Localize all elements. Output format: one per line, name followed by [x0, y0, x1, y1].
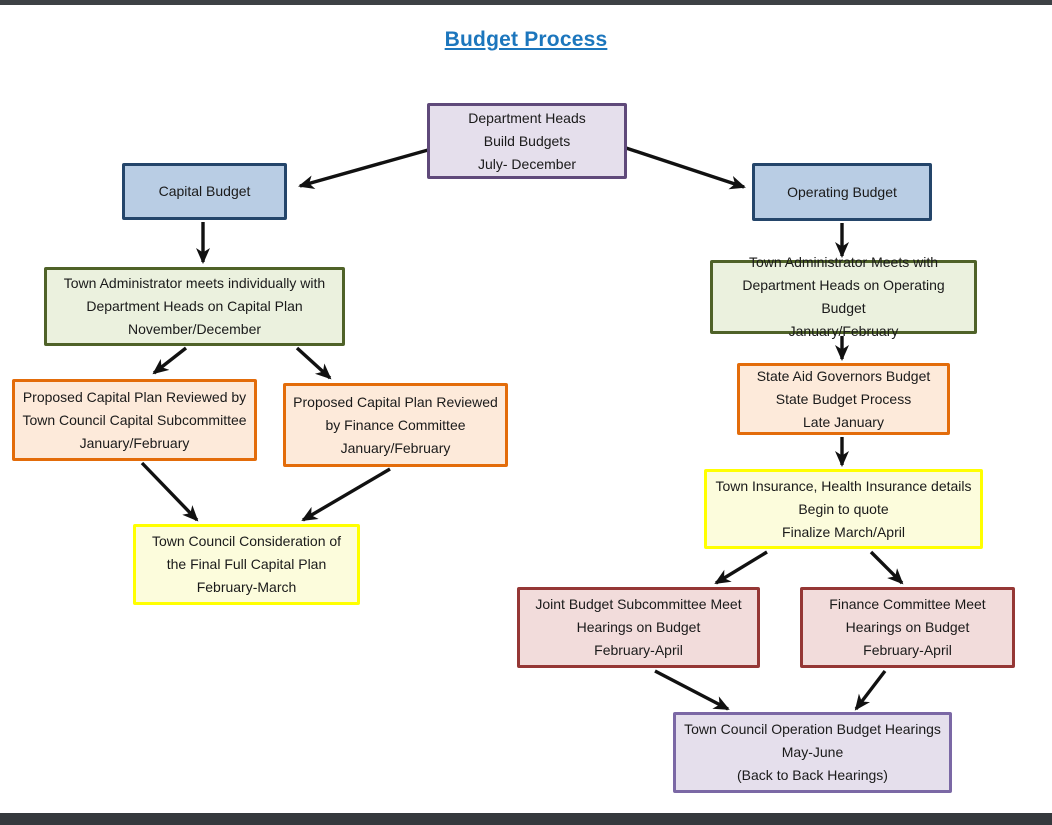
node-line: Town Administrator meets individually wi… [63, 275, 326, 291]
node-line: Hearings on Budget [845, 619, 970, 635]
node-line: January/February [340, 439, 451, 456]
arrow-dept-to-capital [298, 148, 429, 189]
node-line: January/February [79, 434, 190, 451]
node-line: State Budget Process [775, 390, 912, 407]
node-line: Operating Budget [787, 183, 897, 200]
node-line: Town Insurance, Health Insurance details [715, 477, 972, 494]
node-line: February-April [594, 642, 683, 658]
flow-node-council-operation-hearings: Town Council Operation Budget Hearings M… [673, 712, 952, 793]
node-line: Capital Budget [158, 183, 251, 199]
flow-node-capital-finance-review: Proposed Capital Plan Reviewed by Financ… [283, 383, 508, 467]
flow-node-operating-budget: Operating Budget [752, 163, 932, 221]
page-title: Budget Process [444, 28, 608, 51]
flow-node-capital-council-consideration: Town Council Consideration of the Final … [133, 524, 360, 605]
node-line: February-April [863, 642, 952, 658]
node-line: by Finance Committee [325, 416, 466, 433]
node-line: the Final Full Capital Plan [166, 556, 327, 572]
node-line: July- December [477, 155, 577, 172]
flow-node-capital-admin-meeting: Town Administrator meets individually wi… [44, 267, 345, 346]
arrow-admin-to-finance [295, 346, 332, 380]
node-line: January/February [788, 323, 899, 339]
page-bottom-border [0, 813, 1052, 825]
arrow-admin-to-subcommittee [152, 346, 188, 375]
node-line: Town Council Consideration of [151, 533, 342, 549]
flow-node-operating-admin-meeting: Town Administrator Meets with Department… [710, 254, 977, 339]
node-line: Build Budgets [483, 132, 571, 149]
node-line: Town Council Operation Budget Hearings [684, 721, 941, 737]
node-line: Proposed Capital Plan Reviewed [293, 393, 498, 410]
node-line: Department Heads on Capital Plan [86, 298, 303, 314]
node-line: (Back to Back Hearings) [737, 767, 888, 783]
arrow-finance-to-council [301, 467, 391, 522]
node-line: Town Administrator Meets with [748, 254, 939, 270]
node-line: Department Heads [468, 109, 586, 126]
flow-node-insurance-quotes: Town Insurance, Health Insurance details… [704, 469, 983, 549]
arrow-subcommittee-to-council [140, 461, 199, 522]
node-line: Proposed Capital Plan Reviewed by [22, 388, 247, 405]
node-line: May-June [781, 744, 844, 760]
node-line: Finance Committee Meet [829, 596, 986, 612]
flow-node-finance-committee-hearings: Finance Committee Meet Hearings on Budge… [800, 587, 1015, 668]
node-line: Begin to quote [798, 500, 889, 517]
node-line: November/December [127, 321, 262, 337]
node-line: February-March [196, 579, 297, 595]
flow-node-department-heads: Department Heads Build Budgets July- Dec… [427, 103, 627, 179]
flow-node-joint-budget-subcommittee: Joint Budget Subcommittee Meet Hearings … [517, 587, 760, 668]
arrow-dept-to-operating [625, 146, 746, 190]
node-line: Hearings on Budget [576, 619, 701, 635]
node-line: Finalize March/April [782, 523, 905, 540]
arrow-insurance-to-joint [714, 550, 768, 585]
flow-node-state-aid-budget: State Aid Governors Budget State Budget … [737, 363, 950, 435]
node-line: Late January [803, 413, 884, 430]
arrow-financemeet-to-hearings [854, 669, 887, 711]
arrow-insurance-to-financemeet [869, 550, 904, 585]
arrow-joint-to-hearings [654, 669, 730, 711]
node-line: Joint Budget Subcommittee Meet [535, 596, 742, 612]
flow-node-capital-subcommittee-review: Proposed Capital Plan Reviewed by Town C… [12, 379, 257, 461]
node-line: Department Heads on Operating Budget [742, 277, 945, 316]
node-line: State Aid Governors Budget [756, 367, 931, 384]
page-top-border [0, 0, 1052, 5]
node-line: Town Council Capital Subcommittee [22, 411, 247, 428]
flow-node-capital-budget: Capital Budget [122, 163, 287, 220]
